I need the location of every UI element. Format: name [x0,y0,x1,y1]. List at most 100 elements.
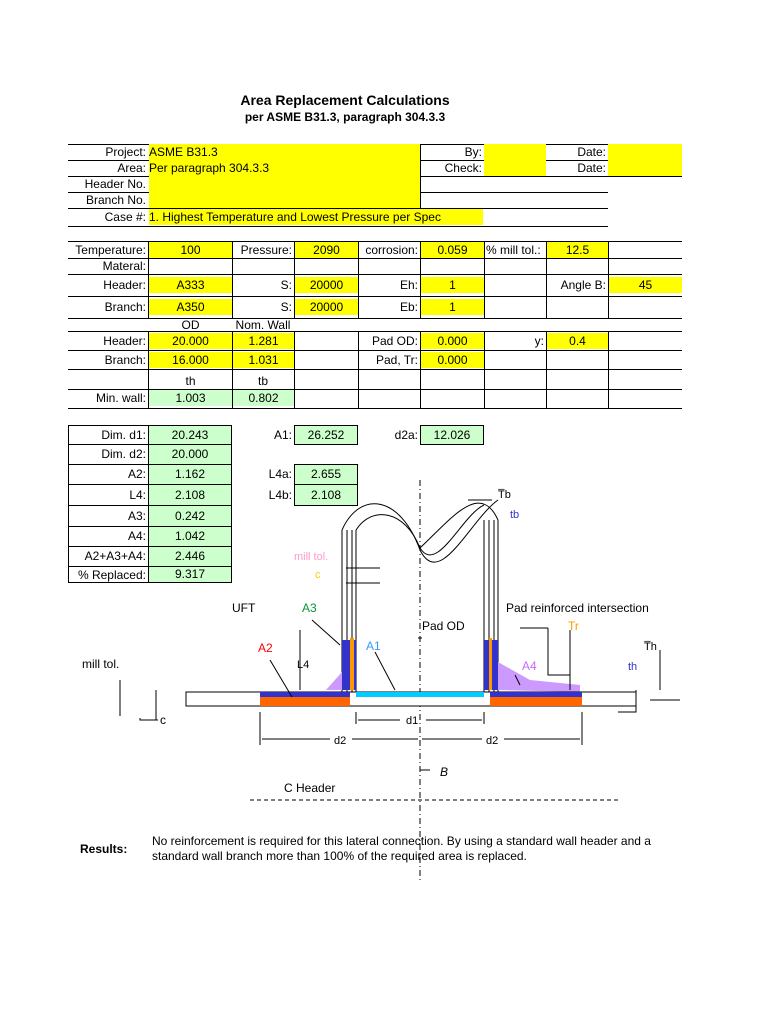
mill-tol-branch-label: mill tol. [294,551,328,563]
a4-label: A4: [127,529,146,543]
th-value: 1.003 [149,390,232,406]
header-cl-label: C Header [284,781,335,795]
rule [68,389,682,390]
corrosion-value[interactable]: 0.059 [421,242,484,258]
rule [68,208,608,209]
th-diagram-label: th [628,661,637,673]
header-s-value[interactable]: 20000 [295,277,358,293]
angle-value[interactable]: 45 [609,277,682,293]
a3-strip-right [489,638,492,690]
pressure-value[interactable]: 2090 [295,242,358,258]
d2-left-label: d2 [334,735,346,747]
eb-value[interactable]: 1 [421,299,484,315]
results-table-frame [68,425,232,583]
date-value[interactable] [608,144,682,176]
rule [68,444,232,445]
d2-value: 20.000 [149,445,231,464]
d1-label: Dim. d1: [101,428,146,442]
branch-s-label: S: [280,300,292,314]
area-label: Area: [117,161,146,175]
tr-diagram-label: Tr [568,619,579,633]
a2-band-right [490,692,582,697]
a1-band [356,692,484,697]
l4-diagram-label: L4 [297,659,309,671]
branch-no-value[interactable] [149,192,420,208]
rule [68,526,232,527]
rule [68,241,682,242]
mill-tol-value[interactable]: 12.5 [547,242,608,258]
area-value[interactable]: Per paragraph 304.3.3 [149,160,420,176]
pad-od-label: Pad OD: [371,334,418,348]
y-value[interactable]: 0.4 [547,333,608,349]
a4-area-right [498,662,580,692]
c-left-label: c [160,713,166,727]
header-no-value[interactable] [149,176,420,192]
project-value[interactable]: ASME B31.3 [149,144,420,160]
case-value[interactable]: 1. Highest Temperature and Lowest Pressu… [149,209,483,225]
d1-value: 20.243 [149,426,231,444]
a1-label: A1: [273,428,292,442]
tb-top-label: T̅b [497,489,511,501]
branch-no-label: Branch No. [85,193,146,207]
temperature-value[interactable]: 100 [149,242,232,258]
rule [484,241,485,318]
l4-value: 2.108 [149,485,231,505]
by-value[interactable] [484,144,546,160]
header-wall-left [260,697,350,706]
rule [68,296,682,297]
rule [484,331,485,408]
pressure-label: Pressure: [240,243,292,257]
header-s-label: S: [280,278,292,292]
nom-wall-col-label: Nom. Wall [235,318,291,332]
results-label: Results: [80,842,128,856]
case-label: Case #: [104,210,146,224]
mill-tol-left-label: mill tol. [82,657,119,671]
header-material-label: Header: [103,278,146,292]
rule [420,144,421,208]
a2-diagram-label: A2 [258,641,273,655]
rule [420,241,421,318]
rule [68,505,232,506]
check-value[interactable] [484,160,546,176]
rule [68,484,232,485]
tb-diagram-label: tb [510,509,519,521]
min-wall-label: Min. wall: [95,391,146,405]
pad-od-value[interactable]: 0.000 [421,333,484,349]
rule [68,318,682,319]
branch-s-value[interactable]: 20000 [295,299,358,315]
th-top-label: T̅h [643,641,657,653]
project-label: Project: [105,145,146,159]
eh-label: Eh: [399,278,418,292]
eh-value[interactable]: 1 [421,277,484,293]
header-no-label: Header No. [84,177,146,191]
replaced-value: 9.317 [149,567,231,582]
temperature-label: Temperature: [75,243,146,257]
branch-dim-label: Branch: [104,353,146,367]
check-label: Check: [444,161,482,175]
results-text: No reinforcement is required for this la… [152,834,651,863]
eb-label: Eb: [399,300,418,314]
header-material-value[interactable]: A333 [149,277,232,293]
area-sum-label: A2+A3+A4: [84,549,146,563]
rule [68,258,682,259]
rule [232,241,233,318]
page-title: Area Replacement Calculations [240,92,450,108]
weld-left [326,672,342,690]
branch-material-value[interactable]: A350 [149,299,232,315]
rule [68,408,682,409]
date-label-2: Date: [577,161,606,175]
header-od-value[interactable]: 20.000 [149,333,232,349]
branch-wall-value[interactable]: 1.031 [233,352,294,368]
rule [358,331,359,408]
a4-diagram-label: A4 [522,659,537,673]
header-wall-value[interactable]: 1.281 [233,333,294,349]
pad-reinforced-label: Pad reinforced intersection [506,601,649,615]
replaced-label: % Replaced: [77,568,146,582]
leader-lines [139,619,637,721]
rule [608,331,609,408]
pad-t-value[interactable]: 0.000 [421,352,484,368]
material-label: Materal: [102,259,146,273]
rule [68,331,682,332]
branch-od-value[interactable]: 16.000 [149,352,232,368]
rule [68,566,232,567]
